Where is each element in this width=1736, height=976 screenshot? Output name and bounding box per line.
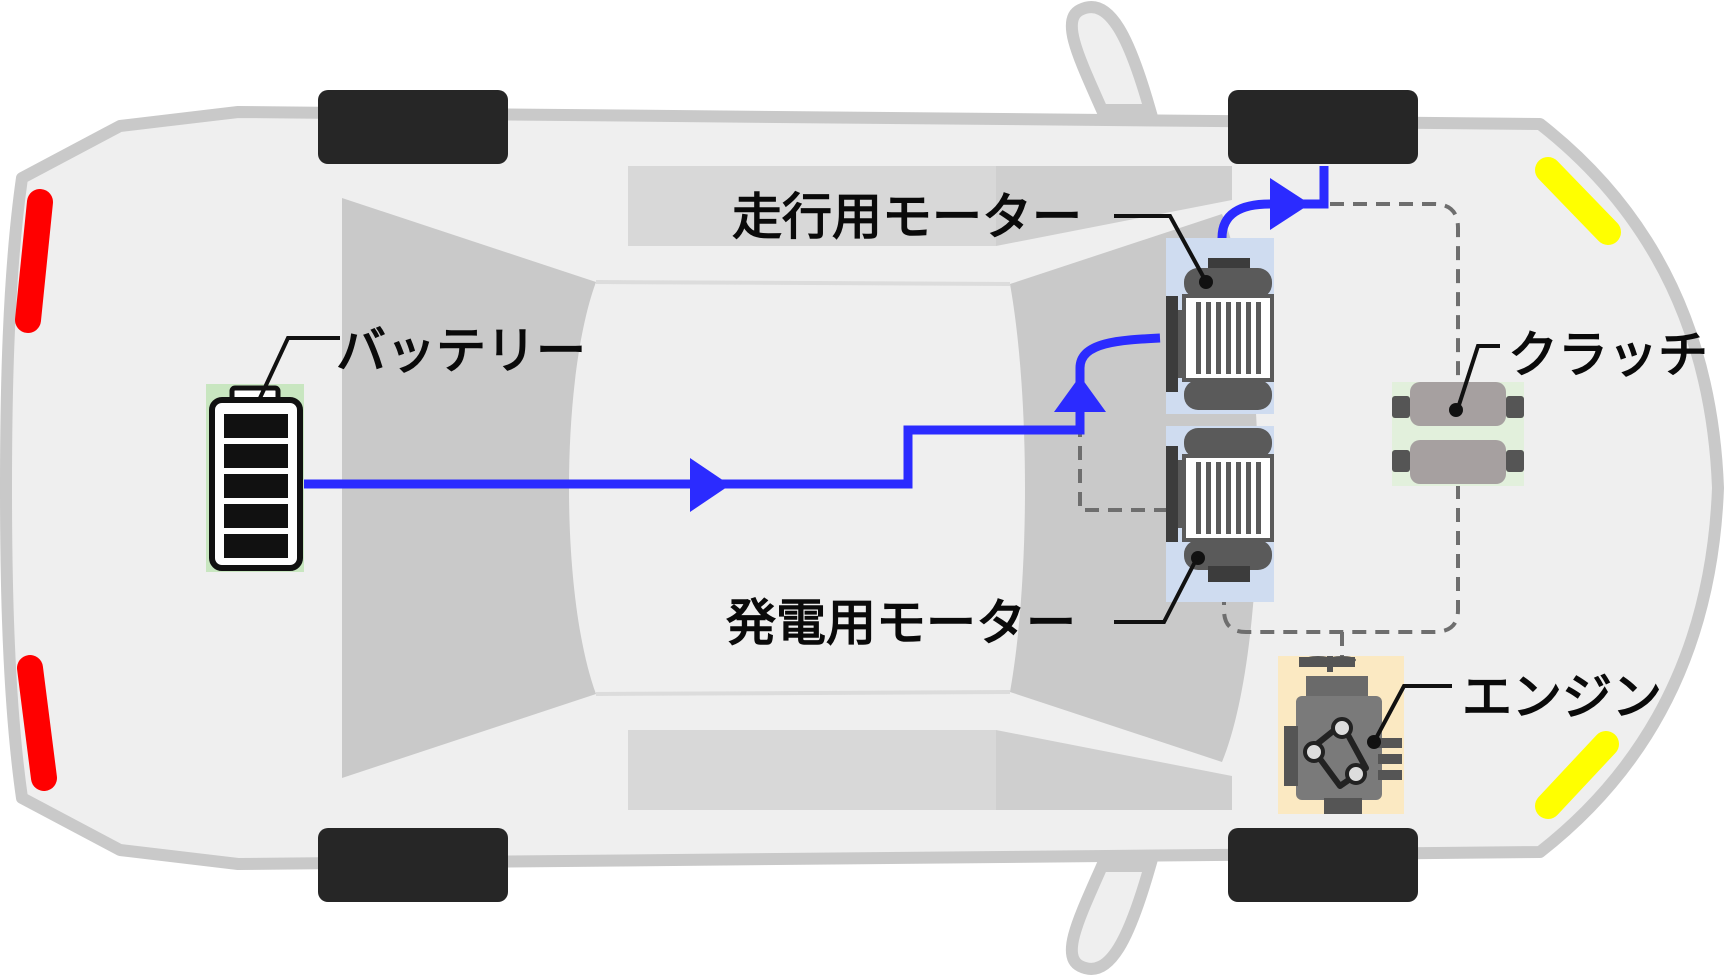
- tire-rear-top: [318, 90, 508, 164]
- mechanical-links: [1078, 202, 1460, 658]
- tire-rear-bottom: [318, 828, 508, 902]
- flow-arrow-right: [690, 458, 730, 512]
- tail-light-bottom: [17, 655, 57, 791]
- leader-battery: [258, 336, 340, 399]
- side-window-bottom-front: [996, 730, 1232, 810]
- link-wheel-to-clutch: [1330, 202, 1460, 392]
- leader-lines: [258, 214, 1500, 743]
- mirror-bottom: [1065, 860, 1158, 975]
- flow-battery-to-motor: [300, 333, 1161, 489]
- flow-arrows: [690, 178, 1310, 512]
- side-window-bottom-rear: [628, 730, 996, 810]
- battery-label: バッテリー: [336, 322, 586, 380]
- clutch-icon: [1392, 382, 1524, 486]
- tail-light-top: [15, 189, 53, 333]
- drive-motor-icon: [1166, 238, 1274, 414]
- side-window-top-rear: [628, 166, 996, 246]
- flow-arrow-wheel: [1270, 178, 1310, 230]
- head-light-bottom: [1535, 731, 1619, 819]
- tires: [318, 90, 1418, 902]
- generator-motor-label: 発電用モーター: [726, 594, 1076, 652]
- leader-clutch: [1456, 344, 1500, 409]
- flow-arrow-up: [1054, 376, 1106, 412]
- drive-motor-label: 走行用モーター: [732, 188, 1082, 246]
- head-light-top: [1535, 157, 1621, 245]
- battery-icon: [206, 384, 304, 572]
- leader-drive-motor: [1114, 214, 1206, 279]
- link-gen-to-drive: [1078, 432, 1168, 512]
- engine-label: エンジン: [1462, 668, 1662, 726]
- tire-front-bottom: [1228, 828, 1418, 902]
- clutch-label: クラッチ: [1508, 326, 1708, 384]
- engine-icon: [1278, 656, 1404, 814]
- lights: [15, 157, 1621, 819]
- generator-motor-icon: [1166, 426, 1274, 602]
- side-window-top-front: [996, 166, 1232, 246]
- tire-front-top: [1228, 90, 1418, 164]
- roof-outline: [595, 280, 1011, 696]
- leader-generator-motor: [1114, 555, 1200, 624]
- power-flow: [300, 166, 1329, 489]
- mirror-top: [1065, 1, 1158, 116]
- leader-engine: [1372, 684, 1452, 743]
- flow-motor-to-wheel: [1217, 166, 1329, 239]
